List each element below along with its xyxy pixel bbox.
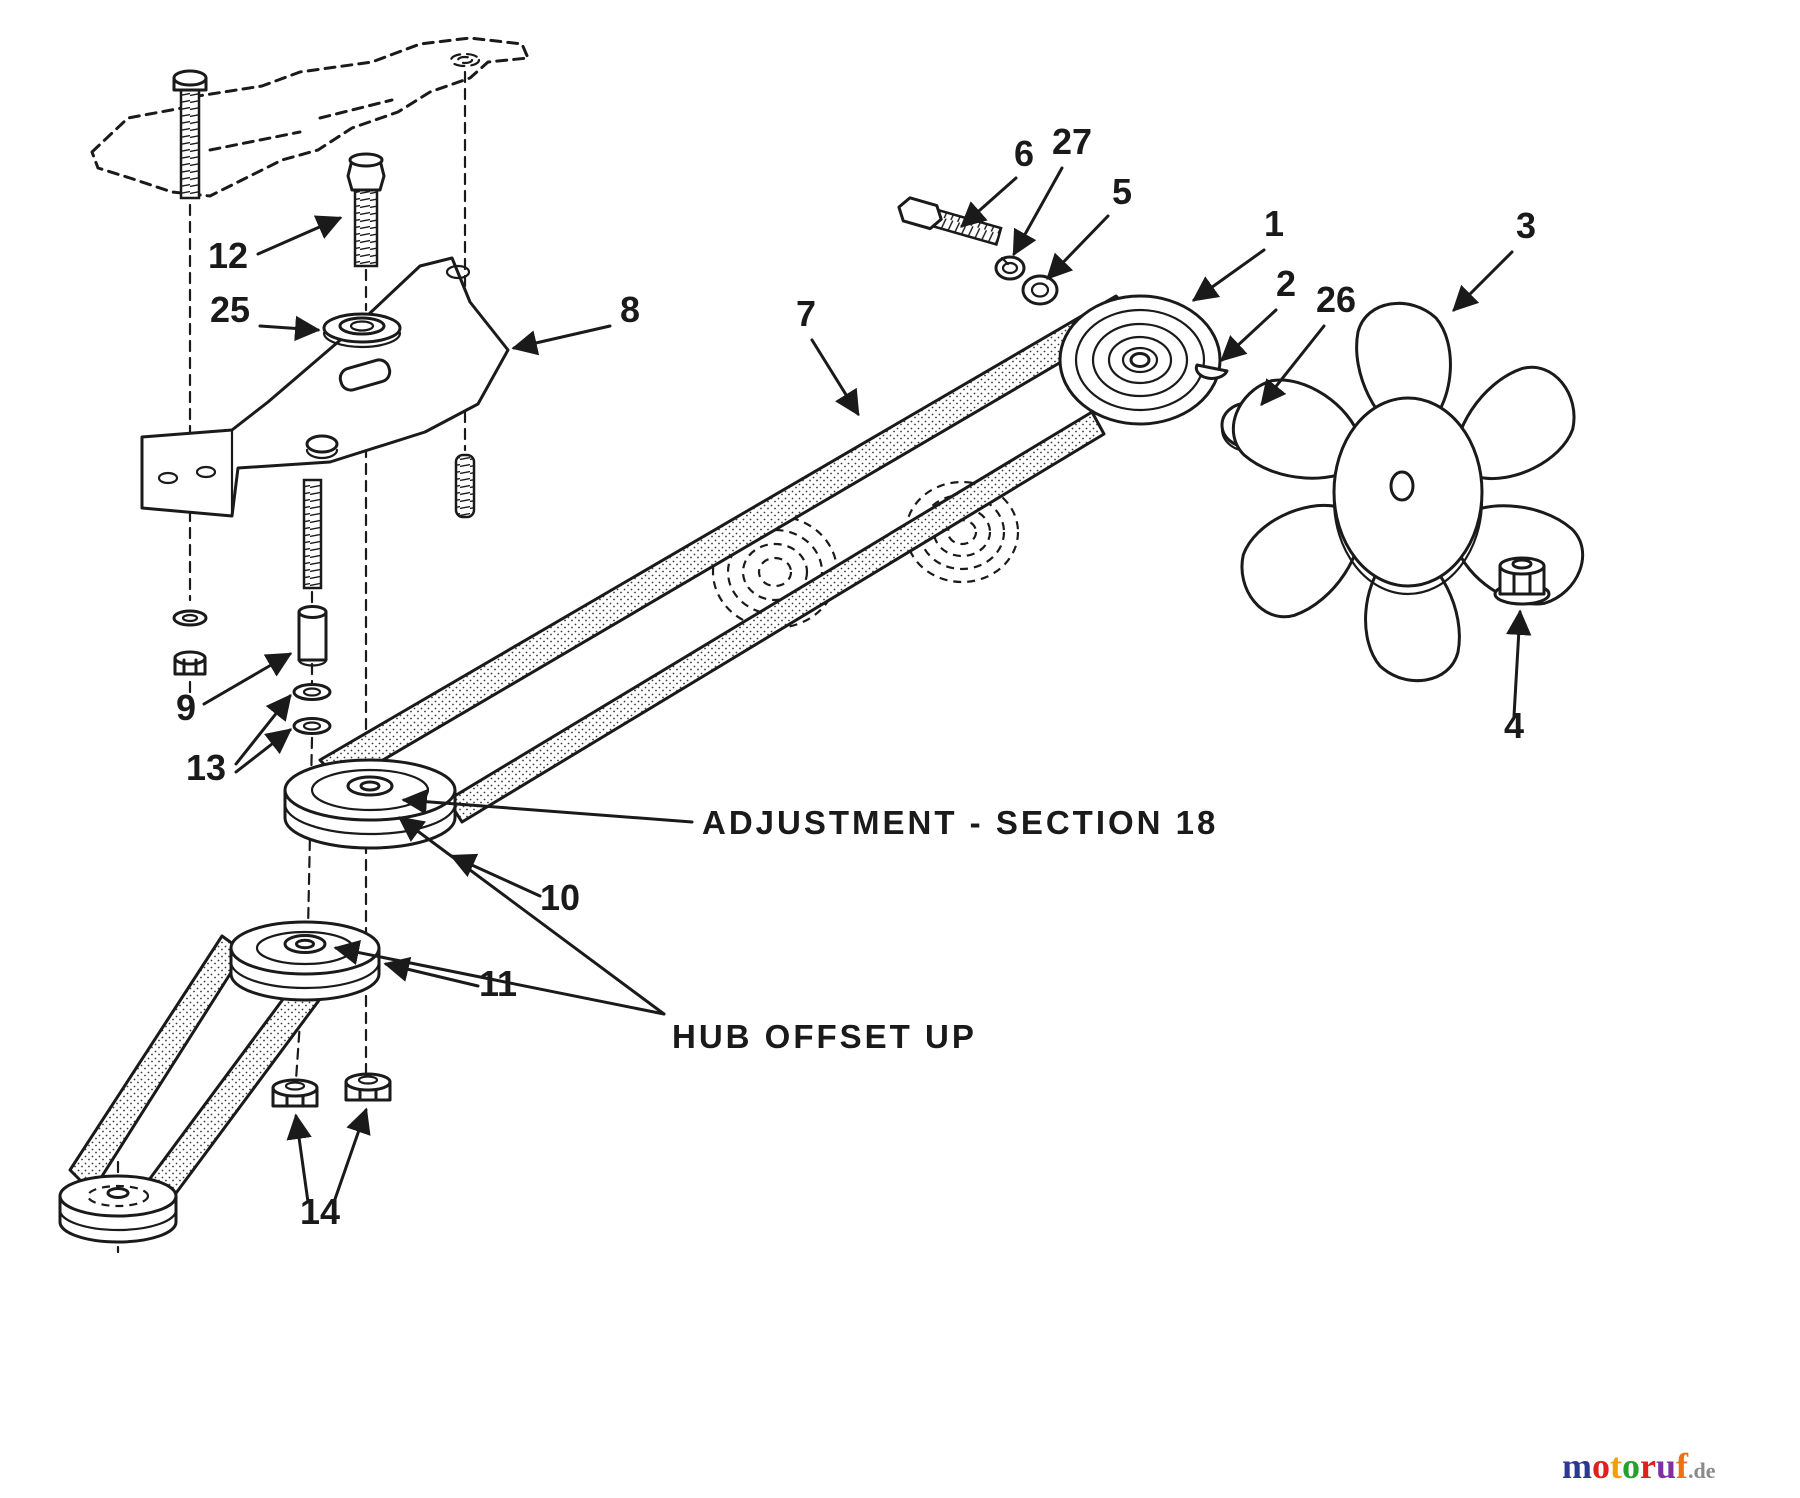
part-arrow-3 [1452,250,1514,312]
part-label-25: 25 [210,289,250,330]
part-label-1: 1 [1264,203,1284,244]
part-arrow-13a [234,694,292,766]
adjustment-leader-line [401,789,694,824]
watermark: motoruf.de [1562,1446,1716,1486]
idler-pulley-11 [229,920,381,1002]
adjustment-text: ADJUSTMENT - SECTION 18 [702,804,1218,841]
flat-washer-25 [322,312,402,349]
hex-nuts-14 [271,1072,392,1108]
part-label-7: 7 [796,293,816,334]
bottom-pulley [58,1174,178,1244]
part-label-6: 6 [1014,133,1034,174]
part-arrow-27 [1012,166,1064,257]
part-label-4: 4 [1504,705,1524,746]
part-arrow-2 [1220,308,1278,362]
part-arrow-7 [810,338,860,417]
part-arrow-12 [256,215,343,256]
lock-washer-27 [994,255,1026,281]
hub-offset-text: HUB OFFSET UP [672,1018,977,1055]
part-arrow-6 [960,176,1018,228]
hex-bolt-12 [346,152,386,268]
spacer-9 [297,605,328,667]
annotation-hub-offset: HUB OFFSET UP [333,816,977,1055]
hub-offset-leader-lower [333,940,666,1016]
part-arrow-9 [202,652,293,706]
part-label-13: 13 [186,747,226,788]
part-arrow-5 [1046,214,1110,280]
part-arrow-14a [286,1113,312,1204]
woodruff-key-2 [1194,363,1229,380]
annotation-adjustment: ADJUSTMENT - SECTION 18 [401,789,1218,841]
washers-13 [292,683,332,735]
part-labels: 12 25 8 9 13 10 11 14 7 6 27 5 1 2 26 3 [176,121,1536,1232]
part-label-3: 3 [1516,205,1536,246]
flange-nut-4 [1493,556,1551,606]
stud-bolt [454,453,476,519]
watermark-logo-text: motoruf.de [1562,1446,1716,1486]
part-arrow-25 [258,315,321,342]
threaded-rod [302,478,323,590]
part-label-5: 5 [1112,171,1132,212]
chassis-outline [90,36,530,200]
part-label-10: 10 [540,877,580,918]
part-arrow-11 [383,956,480,988]
hub-offset-leader-upper [397,816,666,1016]
part-arrow-13b [234,728,293,774]
part-label-12: 12 [208,235,248,276]
engine-pulley-1 [1058,294,1222,426]
part-arrow-14b [332,1107,371,1204]
cooling-fan-3 [1217,301,1599,683]
part-arrow-8 [511,324,612,356]
mounting-bracket [140,256,510,518]
chassis-carriage-bolt [172,69,208,200]
part-label-2: 2 [1276,263,1296,304]
idler-pulley-10 [283,758,457,850]
flat-washer-5 [1021,274,1059,306]
watermark-domain-suffix: .de [1688,1458,1716,1483]
left-washer-nut [172,609,208,676]
centerlines [116,70,467,1254]
part-arrow-10 [449,853,542,898]
part-label-9: 9 [176,687,196,728]
part-arrow-1 [1191,248,1266,302]
part-label-27: 27 [1052,121,1092,162]
part-label-8: 8 [620,289,640,330]
part-arrow-4 [1505,609,1532,718]
part-label-26: 26 [1316,279,1356,320]
part-arrow-26 [1260,324,1326,406]
